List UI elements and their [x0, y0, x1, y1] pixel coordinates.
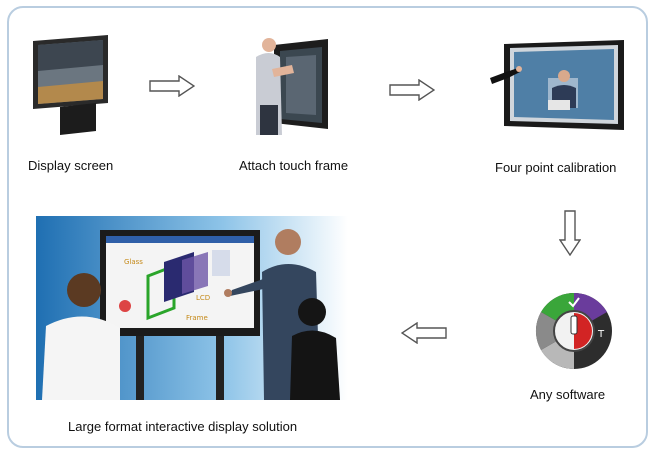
arrow-down-icon	[559, 210, 581, 256]
calibration-label: Four point calibration	[495, 160, 617, 175]
lcd-annotation: LCD	[196, 294, 210, 302]
solution-image: Glass LCD Frame	[36, 216, 348, 400]
display-screen-label: Display screen	[28, 158, 114, 173]
svg-text:T: T	[597, 329, 605, 340]
display-screen-image	[30, 35, 110, 135]
arrow-right-icon	[149, 75, 195, 97]
calibration-image	[488, 38, 628, 134]
attach-touch-frame-label: Attach touch frame	[239, 158, 349, 173]
solution-label: Large format interactive display solutio…	[68, 419, 298, 434]
frame-annotation: Frame	[186, 314, 208, 322]
arrow-left-icon	[401, 322, 447, 344]
software-wheel-icon: T	[535, 292, 613, 370]
software-label: Any software	[530, 387, 606, 402]
glass-annotation: Glass	[124, 258, 143, 266]
arrow-right-icon	[389, 79, 435, 101]
attach-touch-frame-image	[252, 35, 332, 135]
